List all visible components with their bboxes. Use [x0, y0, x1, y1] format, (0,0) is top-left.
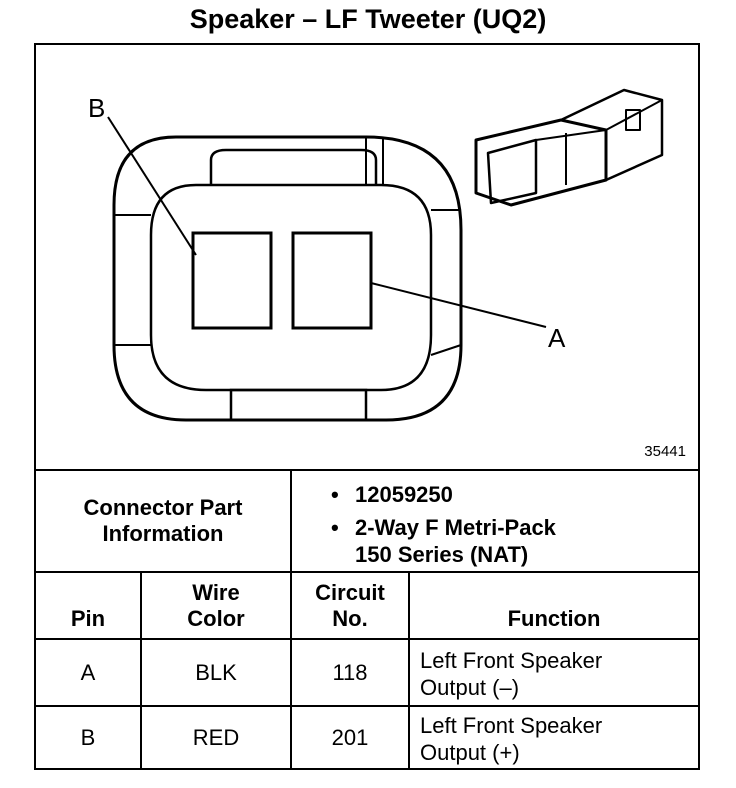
page-title: Speaker – LF Tweeter (UQ2) — [189, 4, 547, 34]
row-b-circuit: 201 — [331, 724, 369, 750]
divider-header — [36, 571, 698, 573]
row-a-wire-color: BLK — [195, 659, 237, 685]
part-number: 12059250 — [355, 482, 453, 507]
divider-row-b — [36, 705, 698, 707]
divider-top — [36, 469, 698, 471]
divider-info — [290, 469, 292, 571]
divider-row-a — [36, 638, 698, 640]
connector-latch — [209, 148, 378, 185]
header-function: Function — [507, 606, 601, 631]
row-a-pin: A — [80, 659, 96, 685]
divider-col-2 — [290, 571, 292, 768]
callout-a-label: A — [548, 323, 566, 353]
pin-a-terminal — [291, 231, 373, 330]
pin-b-terminal — [191, 231, 273, 330]
divider-col-1 — [140, 571, 142, 768]
row-b-wire-color: RED — [192, 724, 240, 750]
figure-number: 35441 — [644, 443, 686, 460]
row-b-pin: B — [80, 724, 96, 750]
connector-housing-outline — [112, 135, 463, 422]
connector-iso-view — [474, 88, 664, 207]
row-a-circuit: 118 — [332, 659, 368, 685]
callout-a-leader — [370, 282, 547, 328]
callout-b-label: B — [88, 93, 105, 123]
divider-col-3 — [408, 571, 410, 768]
callout-b-leader — [107, 116, 197, 256]
connector-cavity-outline — [149, 183, 433, 392]
connector-face-diagram: B A — [88, 88, 664, 422]
connector-bottom-key — [229, 388, 368, 422]
header-pin: Pin — [70, 606, 106, 631]
